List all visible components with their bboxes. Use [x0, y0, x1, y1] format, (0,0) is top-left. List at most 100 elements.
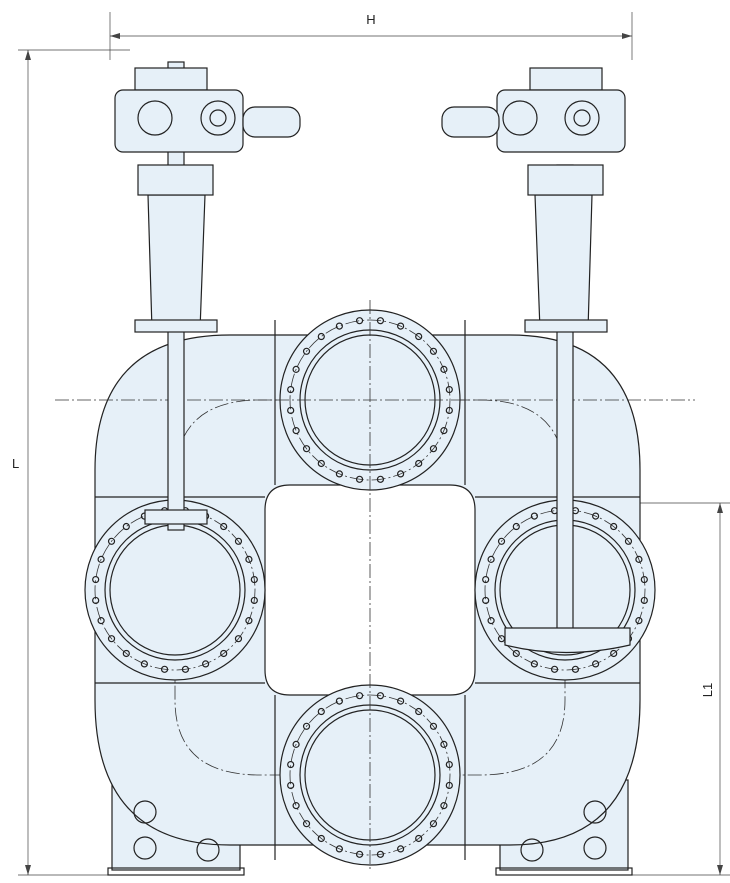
bolt	[335, 322, 343, 330]
left-yoke	[134, 164, 218, 333]
bolt	[92, 596, 100, 605]
bolt	[234, 635, 243, 643]
bolt	[202, 660, 210, 668]
bolt	[335, 470, 343, 478]
bolt	[302, 347, 311, 355]
bolt	[482, 575, 490, 584]
bolt	[397, 845, 405, 853]
bolt	[397, 697, 405, 705]
bolt	[220, 522, 228, 531]
bolt	[497, 537, 506, 545]
base-holes	[133, 800, 607, 862]
left-disc-plate	[144, 509, 208, 525]
bolt	[355, 692, 364, 700]
bolt	[429, 820, 438, 828]
bolt	[292, 802, 300, 810]
bolt	[292, 427, 300, 435]
bolt	[92, 575, 100, 584]
bolt	[429, 722, 438, 730]
bolt	[610, 649, 618, 658]
right-disc-plate	[504, 627, 631, 654]
bolt	[317, 834, 325, 843]
dimension-l: L	[12, 49, 130, 876]
bolt	[487, 617, 495, 625]
bolt	[445, 781, 453, 790]
bolt	[635, 617, 643, 625]
bolt	[287, 781, 295, 790]
bolt	[245, 617, 253, 625]
bolt	[440, 427, 448, 435]
bolt	[397, 322, 405, 330]
right-yoke	[524, 164, 608, 333]
bolt	[160, 665, 169, 673]
bolt	[610, 522, 618, 531]
bolt	[376, 317, 385, 325]
bolt	[335, 697, 343, 705]
left-actuator	[114, 67, 301, 153]
bolt	[302, 820, 311, 828]
bolt	[302, 722, 311, 730]
l-label: L	[12, 456, 19, 471]
bolt	[571, 665, 580, 673]
bolt	[429, 347, 438, 355]
bolt	[355, 475, 364, 483]
bolt	[107, 537, 116, 545]
bolt	[355, 850, 364, 858]
bolt	[292, 365, 300, 373]
bolt	[122, 649, 130, 658]
bolt	[140, 660, 148, 668]
bolt	[415, 332, 423, 341]
bolt	[335, 845, 343, 853]
bolt	[250, 596, 258, 605]
bolt	[530, 660, 538, 668]
bolt	[220, 649, 228, 658]
bolt	[97, 555, 105, 563]
bolt	[376, 850, 385, 858]
bolt	[287, 385, 295, 394]
bolt	[440, 740, 448, 748]
bolt	[302, 445, 311, 453]
bolt	[317, 332, 325, 341]
bolt	[97, 617, 105, 625]
bolt	[415, 834, 423, 843]
bolt	[640, 596, 648, 605]
bolt	[415, 459, 423, 468]
bolt	[512, 522, 520, 531]
bolt	[440, 802, 448, 810]
bolt	[376, 475, 385, 483]
bolt	[317, 459, 325, 468]
bolt	[445, 406, 453, 415]
l1-label: L1	[700, 683, 715, 697]
bolt	[234, 537, 243, 545]
bolt	[287, 406, 295, 415]
bolt	[287, 760, 295, 769]
right-actuator	[441, 67, 626, 153]
bolt	[122, 522, 130, 531]
bolt	[292, 740, 300, 748]
bolt	[397, 470, 405, 478]
bolt	[355, 317, 364, 325]
h-label: H	[366, 12, 375, 27]
dimension-l1: L1	[600, 502, 730, 876]
bolt	[181, 665, 190, 673]
dimension-h: H	[109, 12, 633, 60]
bolt	[592, 660, 600, 668]
bolt	[415, 707, 423, 716]
bolt	[376, 692, 385, 700]
bolt	[640, 575, 648, 584]
bolt	[482, 596, 490, 605]
bolt	[250, 575, 258, 584]
bolt	[550, 665, 559, 673]
bolt	[530, 512, 538, 520]
bolt	[107, 635, 116, 643]
bolt	[245, 555, 253, 563]
valve-body	[94, 334, 641, 846]
bolt	[624, 537, 633, 545]
bolt	[317, 707, 325, 716]
bolt	[440, 365, 448, 373]
bolt	[635, 555, 643, 563]
bolt	[487, 555, 495, 563]
bolt	[592, 512, 600, 520]
bolt	[445, 385, 453, 394]
bolt	[445, 760, 453, 769]
